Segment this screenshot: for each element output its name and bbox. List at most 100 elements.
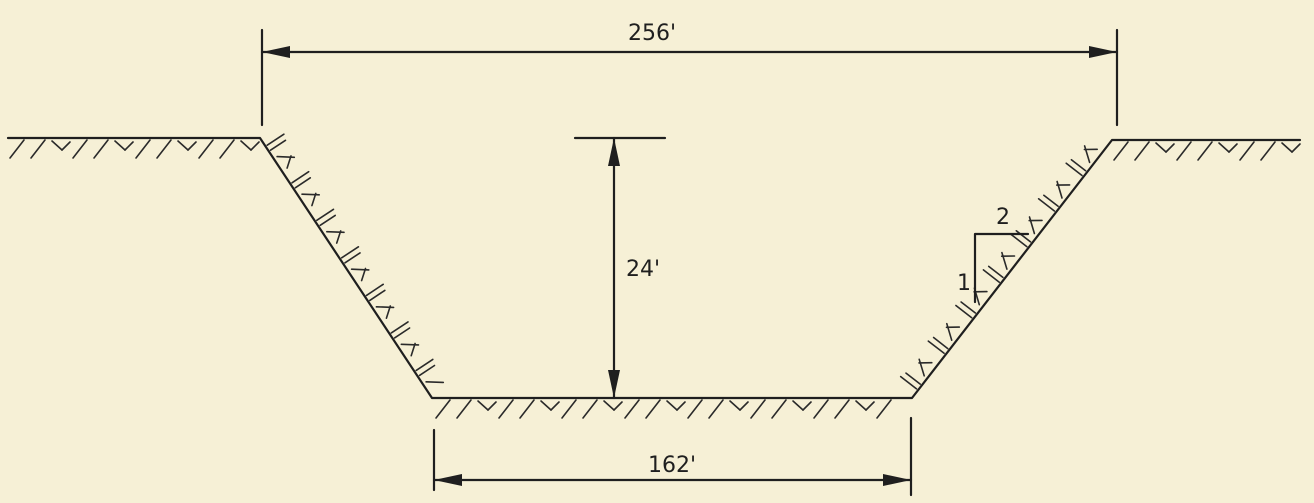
hatch-stroke	[325, 230, 345, 234]
hatch-stroke	[51, 140, 63, 151]
hatch-stroke	[315, 208, 335, 222]
hatch-stroke	[219, 139, 235, 159]
hatch-stroke	[624, 399, 640, 419]
slope-indicator: 2 1	[957, 205, 1030, 304]
hatch-stroke	[708, 399, 724, 419]
hatch-stroke	[93, 139, 109, 159]
depth-arrow-top	[608, 138, 620, 166]
hatch-stroke	[1281, 142, 1293, 153]
hatch-stroke	[335, 230, 342, 244]
hatch-stroke	[987, 265, 1004, 279]
hatch-stroke	[1165, 143, 1175, 153]
hatch-stroke	[319, 214, 337, 227]
hatch-stroke	[410, 342, 416, 357]
hatch-stroke	[1056, 180, 1063, 199]
hatch-stroke	[1176, 141, 1192, 161]
hatch-stroke	[198, 139, 214, 159]
hatch-stroke	[311, 192, 317, 207]
hatch-stroke	[375, 305, 395, 309]
hatch-stroke	[876, 399, 892, 419]
hatch-stroke	[294, 177, 312, 189]
hatch-stroke	[240, 140, 252, 151]
top-width-label: 256'	[628, 21, 676, 46]
hatch-stroke	[865, 401, 875, 411]
profile-line	[6, 136, 1302, 400]
depth-dimension: 24'	[573, 136, 667, 400]
hatch-stroke	[918, 358, 926, 377]
hatch-stroke	[350, 268, 370, 271]
hatch-stroke	[666, 400, 678, 411]
hatch-stroke	[932, 336, 949, 350]
depth-arrow-bottom	[608, 370, 620, 398]
hatch-stroke	[187, 141, 197, 151]
hatch-stroke	[1015, 230, 1032, 243]
hatch-stroke	[477, 400, 489, 411]
channel-bottom-hatching	[435, 399, 892, 419]
hatch-stroke	[813, 399, 829, 419]
hatch-stroke	[156, 139, 172, 159]
hatch-stroke	[982, 269, 1001, 284]
hatch-stroke	[927, 340, 945, 355]
hatch-stroke	[368, 289, 386, 302]
hatch-stroke	[1065, 162, 1083, 177]
hatch-stroke	[418, 364, 436, 377]
slope-horizontal-label: 2	[996, 205, 1010, 230]
hatch-stroke	[72, 139, 88, 159]
hatch-stroke	[291, 170, 310, 184]
hatch-stroke	[390, 321, 409, 334]
slope-vertical-label: 1	[957, 271, 971, 296]
hatch-stroke	[899, 375, 918, 390]
hatch-stroke	[603, 400, 615, 411]
hatch-stroke	[286, 155, 292, 169]
hatch-stroke	[855, 400, 867, 411]
hatch-stroke	[729, 400, 741, 411]
hatch-stroke	[1083, 145, 1091, 164]
hatch-stroke	[1010, 233, 1028, 248]
hatch-stroke	[945, 322, 953, 342]
bottom-width-dimension: 162'	[432, 416, 913, 497]
hatch-stroke	[1228, 143, 1238, 153]
hatch-stroke	[266, 133, 285, 146]
channel-profile	[6, 136, 1302, 400]
hatch-stroke	[1037, 198, 1056, 212]
hatch-stroke	[960, 301, 977, 314]
hatch-stroke	[550, 401, 560, 411]
hatch-stroke	[802, 401, 812, 411]
hatch-stroke	[360, 267, 367, 282]
hatch-stroke	[1028, 216, 1036, 235]
hatch-stroke	[1260, 141, 1276, 161]
hatch-stroke	[582, 399, 598, 419]
top-width-dimension: 256'	[260, 21, 1119, 127]
right-slope-hatching	[899, 145, 1098, 390]
hatch-stroke	[1070, 158, 1087, 172]
hatch-stroke	[1155, 142, 1167, 153]
hatch-stroke	[1291, 143, 1301, 153]
hatch-stroke	[400, 343, 420, 346]
hatch-stroke	[1134, 141, 1150, 161]
hatch-stroke	[114, 140, 126, 151]
hatch-stroke	[301, 193, 321, 196]
hatch-stroke	[1197, 141, 1213, 161]
top-width-arrow-right	[1089, 46, 1117, 58]
hatch-stroke	[1113, 141, 1129, 161]
hatch-stroke	[135, 139, 151, 159]
hatch-stroke	[61, 141, 71, 151]
hatch-stroke	[1043, 194, 1059, 208]
hatch-stroke	[456, 399, 472, 419]
bottom-width-label: 162'	[648, 453, 696, 478]
hatch-stroke	[385, 305, 392, 320]
right-ground-hatching	[1113, 141, 1301, 161]
hatch-stroke	[645, 399, 661, 419]
hatch-stroke	[269, 139, 287, 151]
hatch-stroke	[340, 246, 360, 259]
hatch-stroke	[1218, 142, 1230, 153]
hatch-stroke	[9, 139, 25, 159]
hatch-stroke	[519, 399, 535, 419]
slope-triangle	[973, 232, 1030, 304]
hatch-stroke	[250, 141, 260, 151]
hatch-stroke	[750, 399, 766, 419]
hatch-stroke	[771, 399, 787, 419]
bottom-width-arrow-left	[434, 474, 462, 486]
hatch-stroke	[540, 400, 552, 411]
